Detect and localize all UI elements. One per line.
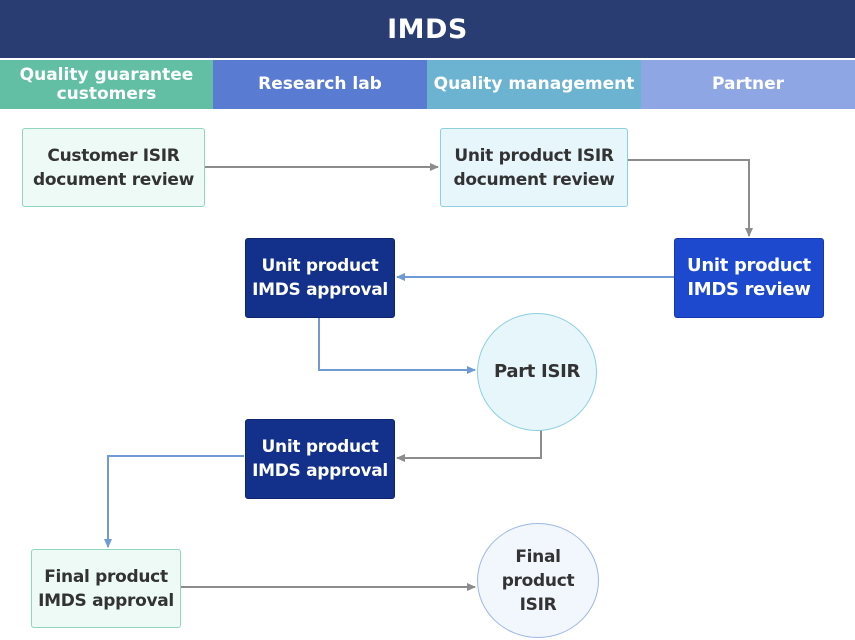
node-unit-product-imds-approval-2: Unit product IMDS approval (245, 419, 395, 499)
lane-header-partner: Partner (641, 60, 855, 109)
node-unit-product-imds-review: Unit product IMDS review (674, 238, 824, 318)
lane-header-quality-guarantee-customers: Quality guarantee customers (0, 60, 213, 109)
node-label: Unit product IMDS approval (252, 256, 388, 300)
lane-label: Partner (711, 74, 784, 94)
arrow-part-isir-to-imds-approval-2 (396, 430, 542, 462)
lane-header-quality-management: Quality management (427, 60, 641, 109)
node-label: Final product IMDS approval (38, 566, 174, 611)
diagram-title-text: IMDS (387, 13, 468, 45)
node-label: Part ISIR (493, 361, 581, 382)
node-unit-product-isir-document-review: Unit product ISIR document review (440, 128, 628, 207)
lane-header-research-lab: Research lab (213, 60, 427, 109)
lane-label: Research lab (258, 74, 382, 94)
node-label: Unit product ISIR document review (453, 145, 615, 190)
lane-label: Quality guarantee customers (19, 64, 194, 104)
node-final-product-isir: Final product ISIR (477, 523, 599, 638)
node-part-isir: Part ISIR (477, 313, 597, 431)
node-label: Final product ISIR (501, 546, 575, 615)
node-label: Customer ISIR document review (33, 145, 194, 190)
node-final-product-imds-approval: Final product IMDS approval (31, 549, 181, 628)
arrow-imds-approval-2-to-final-approval (104, 455, 244, 548)
node-label: Unit product IMDS review (687, 255, 811, 300)
node-customer-isir-document-review: Customer ISIR document review (22, 128, 205, 207)
arrow-unit-isir-to-imds-review (628, 159, 753, 237)
diagram-title: IMDS (0, 0, 855, 58)
node-label: Unit product IMDS approval (252, 437, 388, 481)
lane-label: Quality management (433, 74, 635, 94)
arrow-imds-approval-to-part-isir (318, 318, 476, 374)
node-unit-product-imds-approval-1: Unit product IMDS approval (245, 238, 395, 318)
